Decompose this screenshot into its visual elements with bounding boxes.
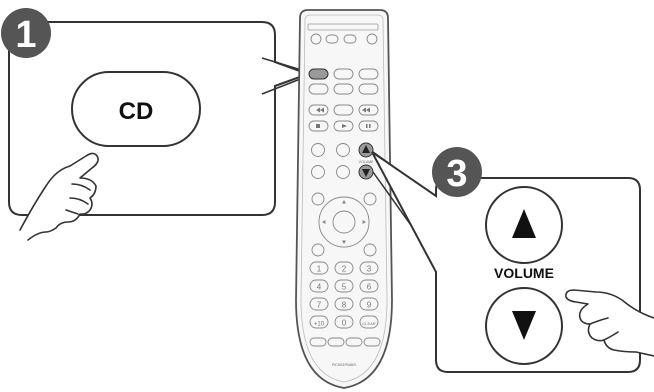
- step-1-number: 1: [15, 14, 36, 56]
- volume-label: VOLUME: [494, 265, 554, 281]
- remote-number-label: 4: [317, 283, 322, 292]
- callout-3-bubble: [371, 151, 641, 373]
- pressing-hand-icon: [19, 152, 99, 241]
- remote-mute-key[interactable]: [336, 165, 350, 179]
- remote-body: [295, 9, 393, 389]
- remote-cd-key[interactable]: [308, 68, 329, 80]
- remote-number-label: 7: [317, 301, 322, 310]
- remote-model-text: RC001PMAS: [332, 362, 356, 367]
- remote-source-key-2[interactable]: [333, 68, 354, 80]
- remote-play-button[interactable]: [333, 120, 354, 132]
- callout-step-3: 3 VOLUME: [371, 147, 654, 373]
- remote-top-strip: [307, 23, 379, 31]
- remote-number-key[interactable]: [334, 261, 354, 275]
- remote-control: VOLUME: [295, 9, 393, 389]
- remote-number-key[interactable]: [309, 297, 329, 311]
- remote-source-key-3[interactable]: [358, 68, 379, 80]
- remote-number-key[interactable]: [334, 279, 354, 293]
- remote-navigation-pad[interactable]: [311, 192, 377, 257]
- remote-number-key[interactable]: [309, 279, 329, 293]
- remote-info-key[interactable]: [311, 165, 325, 179]
- remote-top-key-a[interactable]: [325, 34, 339, 44]
- remote-stop-button[interactable]: [308, 120, 329, 132]
- remote-number-key[interactable]: [359, 297, 379, 311]
- step-3-badge: [432, 147, 482, 197]
- down-arrow-icon: [512, 311, 536, 340]
- remote-dimmer-key[interactable]: [336, 143, 350, 157]
- remote-number-label: 2: [342, 265, 347, 274]
- remote-search-button[interactable]: [333, 104, 354, 116]
- pressing-hand-icon: [565, 289, 654, 357]
- remote-bottom-key-1[interactable]: [309, 337, 327, 347]
- remote-mode-key[interactable]: [311, 143, 325, 157]
- remote-bottom-key-2[interactable]: [327, 337, 345, 347]
- step-3-number: 3: [446, 153, 467, 195]
- remote-top-key-b[interactable]: [343, 34, 357, 44]
- remote-bottom-key-3[interactable]: [345, 337, 363, 347]
- remote-number-key[interactable]: [359, 279, 379, 293]
- remote-bottom-key-4[interactable]: [363, 337, 381, 347]
- remote-pause-button[interactable]: [358, 120, 379, 132]
- remote-number-key[interactable]: [359, 261, 379, 275]
- remote-source-key-4[interactable]: [308, 83, 329, 95]
- remote-number-key[interactable]: [359, 315, 379, 329]
- remote-number-label: 0: [342, 319, 347, 328]
- callout-step-1: 1 CD: [1, 8, 311, 241]
- remote-number-label: 1: [317, 265, 322, 274]
- remote-number-label: CLEAR: [362, 321, 375, 326]
- remote-top-row: [310, 33, 378, 45]
- remote-number-label: 5: [342, 283, 347, 292]
- remote-number-label: 3: [367, 265, 372, 274]
- up-arrow-icon: [512, 209, 536, 238]
- remote-power-button[interactable]: [310, 33, 322, 45]
- remote-number-label: 9: [367, 301, 372, 310]
- remote-skip-back-button[interactable]: [308, 104, 329, 116]
- cd-button-label: CD: [119, 98, 154, 125]
- remote-number-label: 8: [342, 301, 347, 310]
- cd-button-large[interactable]: [71, 71, 201, 147]
- remote-number-key[interactable]: [334, 315, 354, 329]
- remote-source-key-5[interactable]: [333, 83, 354, 95]
- remote-number-key[interactable]: [309, 261, 329, 275]
- remote-number-key[interactable]: [334, 297, 354, 311]
- remote-source-key-6[interactable]: [358, 83, 379, 95]
- remote-number-label: 6: [367, 283, 372, 292]
- remote-volume-small-label: VOLUME: [359, 160, 374, 164]
- remote-number-label: +10: [314, 322, 325, 328]
- remote-top-key-c[interactable]: [366, 33, 378, 45]
- step-1-badge: [1, 8, 51, 58]
- remote-number-pad: 1 2 3 4 5 6 7 8 9 +10 0 CLEAR: [309, 261, 379, 329]
- remote-skip-forward-button[interactable]: [358, 104, 379, 116]
- remote-number-key[interactable]: [309, 315, 329, 329]
